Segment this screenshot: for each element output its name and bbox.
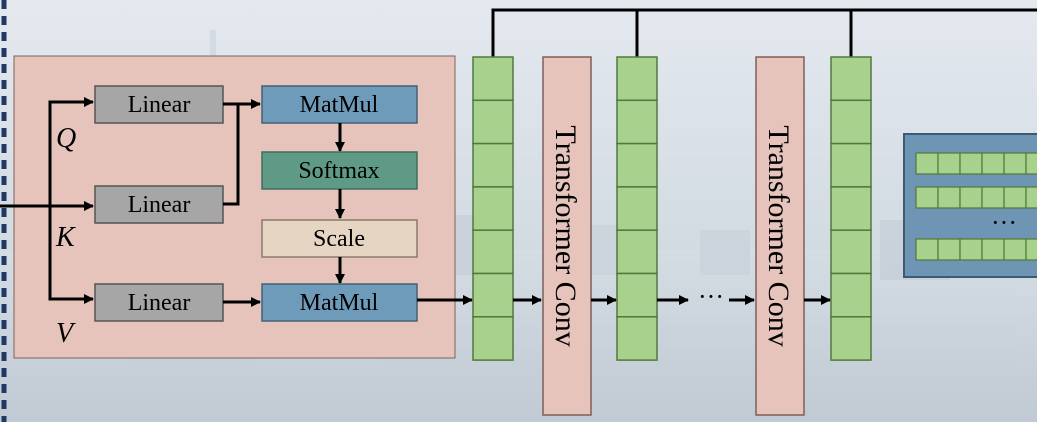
matmul-bottom-box [261, 283, 418, 322]
transformer-conv-1-box [542, 56, 592, 416]
feature-cell [830, 56, 872, 102]
feature-cell [830, 316, 872, 361]
k-label: K [55, 222, 76, 253]
k-to-matmul-arrow [223, 104, 240, 206]
pipeline-ellipsis: ··· [698, 282, 724, 311]
output-cell [959, 238, 983, 261]
linear-k-label: Linear [128, 192, 191, 218]
transformer-conv-2-box [755, 56, 805, 416]
scale-label: Scale [313, 226, 365, 252]
v-label: V [56, 318, 76, 349]
softmax-label: Softmax [298, 158, 379, 184]
feature-cell [472, 56, 514, 102]
linear-v-label: Linear [128, 290, 191, 316]
q-branch [48, 97, 94, 206]
output-cell [1025, 152, 1037, 175]
feature-cell [616, 56, 658, 102]
output-cell [981, 238, 1005, 261]
feature-cell [472, 186, 514, 231]
output-cell [937, 152, 961, 175]
feature-cell [472, 142, 514, 188]
output-cell [1025, 238, 1037, 261]
output-cell [959, 152, 983, 175]
softmax-box [261, 151, 418, 190]
transformer-conv-2-label: Transformer Conv [762, 125, 795, 346]
output-cell [981, 152, 1005, 175]
linear-q-label: Linear [128, 92, 191, 118]
transformer-conv-1-label: Transformer Conv [549, 125, 582, 346]
feature-cell [472, 229, 514, 275]
feature-cell [472, 99, 514, 145]
output-cell [1003, 186, 1027, 209]
v-branch [48, 206, 94, 304]
linear-k-box [94, 185, 224, 224]
skip-connection-line [491, 8, 1037, 57]
output-ellipsis: ··· [991, 208, 1017, 237]
output-cell [981, 186, 1005, 209]
feature-cell [472, 272, 514, 318]
feature-cell [616, 316, 658, 361]
feature-cell [472, 316, 514, 361]
feature-cell [616, 229, 658, 275]
feature-cell [830, 99, 872, 145]
linear-q-box [94, 85, 224, 124]
output-cell [915, 238, 939, 261]
output-cell [1003, 238, 1027, 261]
matmul-top-label: MatMul [300, 92, 379, 118]
feature-cell [830, 229, 872, 275]
output-cell [1003, 152, 1027, 175]
feature-cell [616, 272, 658, 318]
feature-cell [830, 142, 872, 188]
feature-cell [830, 186, 872, 231]
output-cell [937, 186, 961, 209]
output-cell [959, 186, 983, 209]
output-cell [915, 152, 939, 175]
feature-cell [616, 142, 658, 188]
feature-cell [830, 272, 872, 318]
output-cell [915, 186, 939, 209]
output-cell [937, 238, 961, 261]
linear-v-box [94, 283, 224, 322]
feature-cell [616, 186, 658, 231]
matmul-bottom-label: MatMul [300, 290, 379, 316]
q-label: Q [56, 123, 76, 154]
scale-box [261, 219, 418, 258]
output-cell [1025, 186, 1037, 209]
feature-cell [616, 99, 658, 145]
